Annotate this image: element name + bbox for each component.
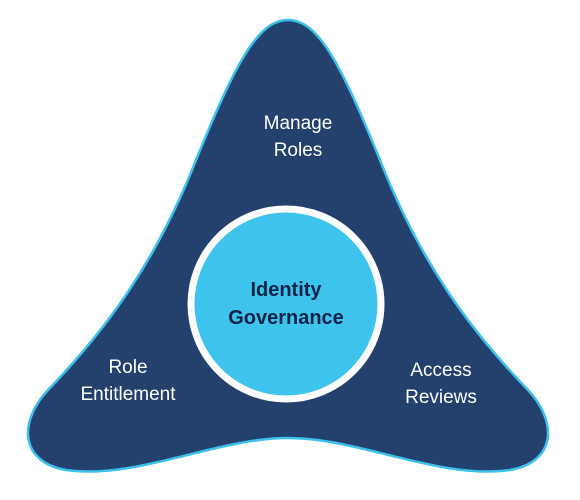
segment-label-access-reviews: Access Reviews (405, 360, 477, 408)
center-circle (187, 205, 385, 403)
center-label-identity-governance: Identity Governance (228, 279, 344, 329)
segment-label-role-entitlement: Role Entitlement (80, 357, 176, 405)
segment-label-manage-roles: Manage Roles (263, 113, 333, 161)
